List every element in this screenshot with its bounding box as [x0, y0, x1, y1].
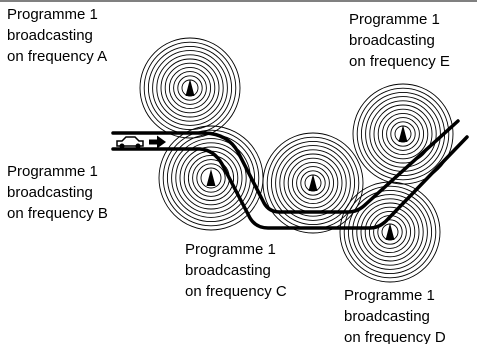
coverage-ring	[179, 146, 243, 210]
coverage-ring	[173, 71, 207, 105]
coverage-ring	[377, 219, 403, 245]
coverage-ring	[364, 206, 416, 258]
coverage-ring	[296, 166, 330, 200]
station-label-c: Programme 1 broadcasting on frequency C	[185, 239, 287, 302]
label-line: broadcasting	[185, 262, 271, 279]
coverage-ring	[343, 185, 437, 279]
station-label-a: Programme 1 broadcasting on frequency A	[7, 4, 107, 67]
coverage-ring	[152, 50, 228, 126]
coverage-ring	[160, 58, 220, 118]
coverage-ring	[356, 198, 424, 266]
label-line: on frequency C	[185, 283, 287, 300]
coverage-ring	[300, 170, 326, 196]
station-label-d: Programme 1 broadcasting on frequency D	[344, 285, 446, 344]
coverage-ring	[164, 62, 216, 114]
label-line: Programme 1	[344, 287, 435, 304]
road-edge-lower	[111, 135, 469, 230]
transmitter-tower-icon	[185, 79, 195, 96]
transmitter-tower-icon	[206, 169, 216, 186]
road	[111, 119, 469, 230]
transmitter-tower-icon	[385, 223, 395, 240]
arrow-right-icon	[149, 135, 166, 149]
coverage-ring	[177, 75, 203, 101]
coverage-area-frequency-a	[139, 37, 241, 139]
road-edge-upper	[111, 119, 460, 214]
transmitter-tower-icon	[398, 125, 408, 142]
label-line: Programme 1	[7, 163, 98, 180]
coverage-ring	[168, 66, 212, 110]
label-line: on frequency E	[349, 53, 450, 70]
label-line: broadcasting	[7, 184, 93, 201]
station-label-b: Programme 1 broadcasting on frequency B	[7, 161, 108, 224]
coverage-ring	[175, 142, 247, 214]
transmitter-tower-icon	[308, 174, 318, 191]
coverage-ring	[360, 202, 420, 262]
transmitter-towers	[185, 79, 408, 240]
coverage-area-frequency-e	[352, 83, 454, 185]
label-line: broadcasting	[349, 32, 435, 49]
coverage-ring	[200, 167, 222, 189]
coverage-ring	[377, 108, 429, 160]
coverage-ring	[196, 163, 226, 193]
coverage-ring	[156, 54, 224, 122]
label-line: on frequency B	[7, 205, 108, 222]
coverage-ring	[275, 145, 351, 221]
car-icon	[116, 136, 144, 149]
coverage-ring	[279, 149, 347, 217]
coverage-ring	[352, 194, 428, 270]
label-line: Programme 1	[7, 6, 98, 23]
coverage-ring	[187, 154, 235, 202]
coverage-ring	[369, 100, 437, 168]
coverage-ring	[291, 161, 335, 205]
coverage-ring	[262, 132, 364, 234]
coverage-ring	[356, 87, 450, 181]
label-line: on frequency A	[7, 48, 108, 65]
coverage-ring	[347, 189, 433, 275]
coverage-ring	[270, 140, 356, 226]
coverage-ring	[368, 210, 412, 254]
coverage-ring	[162, 129, 260, 227]
coverage-ring	[287, 157, 339, 209]
coverage-ring	[139, 37, 241, 139]
label-line: Programme 1	[185, 241, 276, 258]
coverage-ring	[386, 117, 420, 151]
label-line: Programme 1	[349, 11, 440, 28]
coverage-ring	[381, 112, 425, 156]
label-line: broadcasting	[7, 27, 93, 44]
station-label-e: Programme 1 broadcasting on frequency E	[349, 9, 450, 72]
label-line: on frequency D	[344, 329, 446, 344]
label-line: broadcasting	[344, 308, 430, 325]
coverage-ring	[373, 104, 433, 164]
coverage-ring	[147, 45, 233, 131]
coverage-ring	[390, 121, 416, 147]
